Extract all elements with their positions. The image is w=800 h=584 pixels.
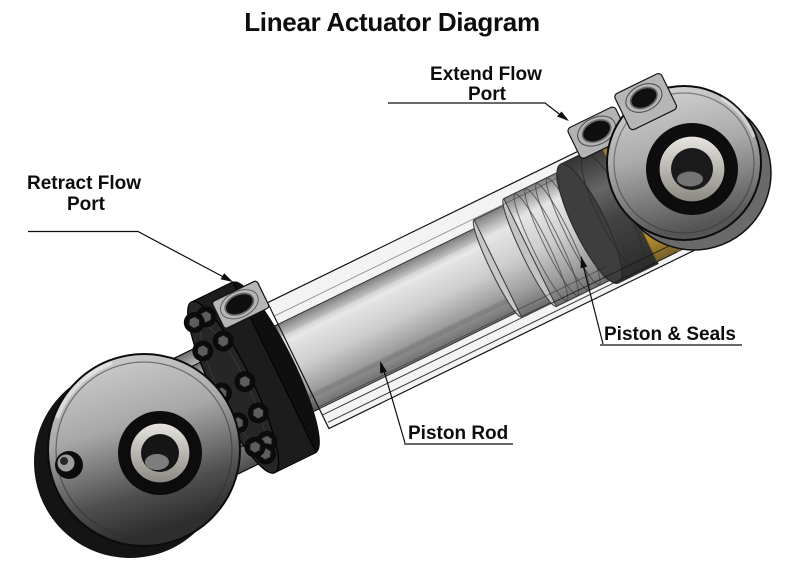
callout-retract-flow-port: Retract Flow Port — [27, 173, 233, 282]
callout-label: Port — [468, 84, 507, 105]
callout-piston-rod: Piston Rod — [380, 361, 513, 445]
leader-arrowhead — [380, 361, 387, 374]
rod-eye-right — [606, 85, 772, 251]
leader-arrowhead — [580, 256, 588, 269]
callout-piston-seals: Piston & Seals — [580, 256, 742, 346]
leader-line — [388, 102, 568, 121]
callout-label: Piston Rod — [408, 423, 508, 444]
head-port-boss — [614, 72, 678, 131]
piston-seal-rings — [556, 144, 659, 284]
leader-arrowhead — [220, 273, 233, 282]
callout-label: Retract Flow — [27, 173, 141, 194]
gland-flange — [183, 281, 320, 474]
leader-line — [28, 230, 232, 282]
callout-label: Port — [67, 194, 106, 215]
callout-extend-flow-port: Extend Flow Port — [388, 64, 569, 121]
rod-eye-left — [34, 353, 241, 558]
leader-line — [580, 256, 604, 345]
page-title-text: Linear Actuator Diagram — [244, 12, 540, 37]
head-port-hole — [629, 86, 658, 110]
grease-fitting-hole — [55, 451, 83, 479]
callout-label: Piston & Seals — [604, 324, 736, 345]
extend-port-hole — [581, 119, 612, 144]
retract-port-hole — [224, 292, 255, 316]
flange-bolt — [234, 371, 256, 393]
retract-port-boss — [212, 280, 270, 329]
eye-highlight — [720, 96, 756, 138]
flange-bolt — [192, 340, 214, 362]
leader-arrowhead — [557, 111, 569, 121]
leader-line — [381, 363, 406, 444]
extend-port-boss — [567, 106, 629, 159]
actuator-body — [144, 99, 754, 492]
flange-bolt — [212, 330, 234, 352]
flange-bolt — [183, 312, 205, 334]
flange-bolt — [244, 436, 266, 458]
page-title: Linear Actuator Diagram — [0, 12, 800, 46]
flange-bolt — [247, 402, 269, 424]
callout-label: Extend Flow — [430, 64, 542, 85]
eye-highlight — [55, 361, 113, 419]
